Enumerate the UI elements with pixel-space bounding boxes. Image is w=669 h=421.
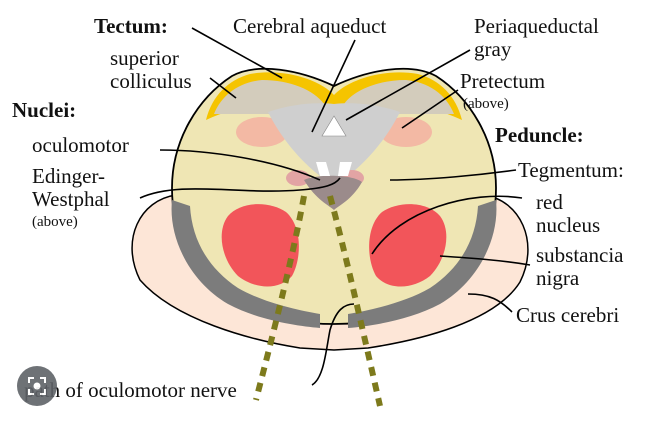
label-edinger-note: (above) [32,214,78,230]
cerebral-aqueduct-shape [321,115,347,137]
label-superior-colliculus-2: colliculus [110,69,192,93]
heading-nuclei: Nuclei: [12,98,76,122]
leader-tegmentum [389,169,517,181]
label-oculomotor: oculomotor [32,133,129,157]
substancia-nigra-right [348,200,497,328]
label-edinger-1: Edinger- [32,164,105,188]
red-nucleus-right [369,204,447,287]
label-crus-cerebri: Crus cerebri [516,303,619,327]
leader-edinger-westphal [139,177,341,199]
label-substancia-nigra-2: nigra [536,266,580,290]
label-periaqueductal-2: gray [474,37,512,61]
substancia-nigra-left [171,200,320,328]
label-cerebral-aqueduct: Cerebral aqueduct [233,14,387,38]
leader-substancia-nigra [439,255,531,266]
leader-red-nucleus [371,195,523,255]
leader-periaqueductal-gray [345,49,471,121]
lens-icon[interactable] [17,366,57,406]
label-pretectum-note: (above) [463,96,509,112]
label-substancia-nigra-1: substancia [536,243,624,267]
label-red-nucleus-2: nucleus [536,213,600,237]
lens-glyph [28,377,46,395]
heading-tectum: Tectum: [94,14,168,38]
edinger-westphal-highlight [316,162,352,176]
label-tegmentum: Tegmentum: [518,158,624,182]
leader-crus-cerebri [467,293,513,313]
red-nucleus-left [221,204,299,287]
leader-pretectum [401,89,459,129]
label-superior-colliculus-1: superior [110,46,179,70]
periaqueductal-gray-shape [268,103,400,181]
label-periaqueductal-1: Periaqueductal [474,14,599,38]
heading-peduncle: Peduncle: [495,123,584,147]
label-red-nucleus-1: red [536,190,563,214]
oculomotor-nerve-left [253,195,307,401]
leader-superior-colliculus [209,77,237,99]
leader-oculomotor-nerve [311,303,355,386]
oculomotor-nerve-right [327,195,383,407]
label-edinger-2: Westphal [32,187,110,211]
crus-cerebri-shape [131,194,529,351]
leader-cerebral-aqueduct [311,39,356,133]
label-pretectum: Pretectum [460,69,545,93]
label-oculomotor-nerve-path: path of oculomotor nerve [24,378,237,402]
leader-tectum [191,27,283,79]
edinger-westphal-nucleus [304,175,362,210]
leader-oculomotor [159,149,321,181]
